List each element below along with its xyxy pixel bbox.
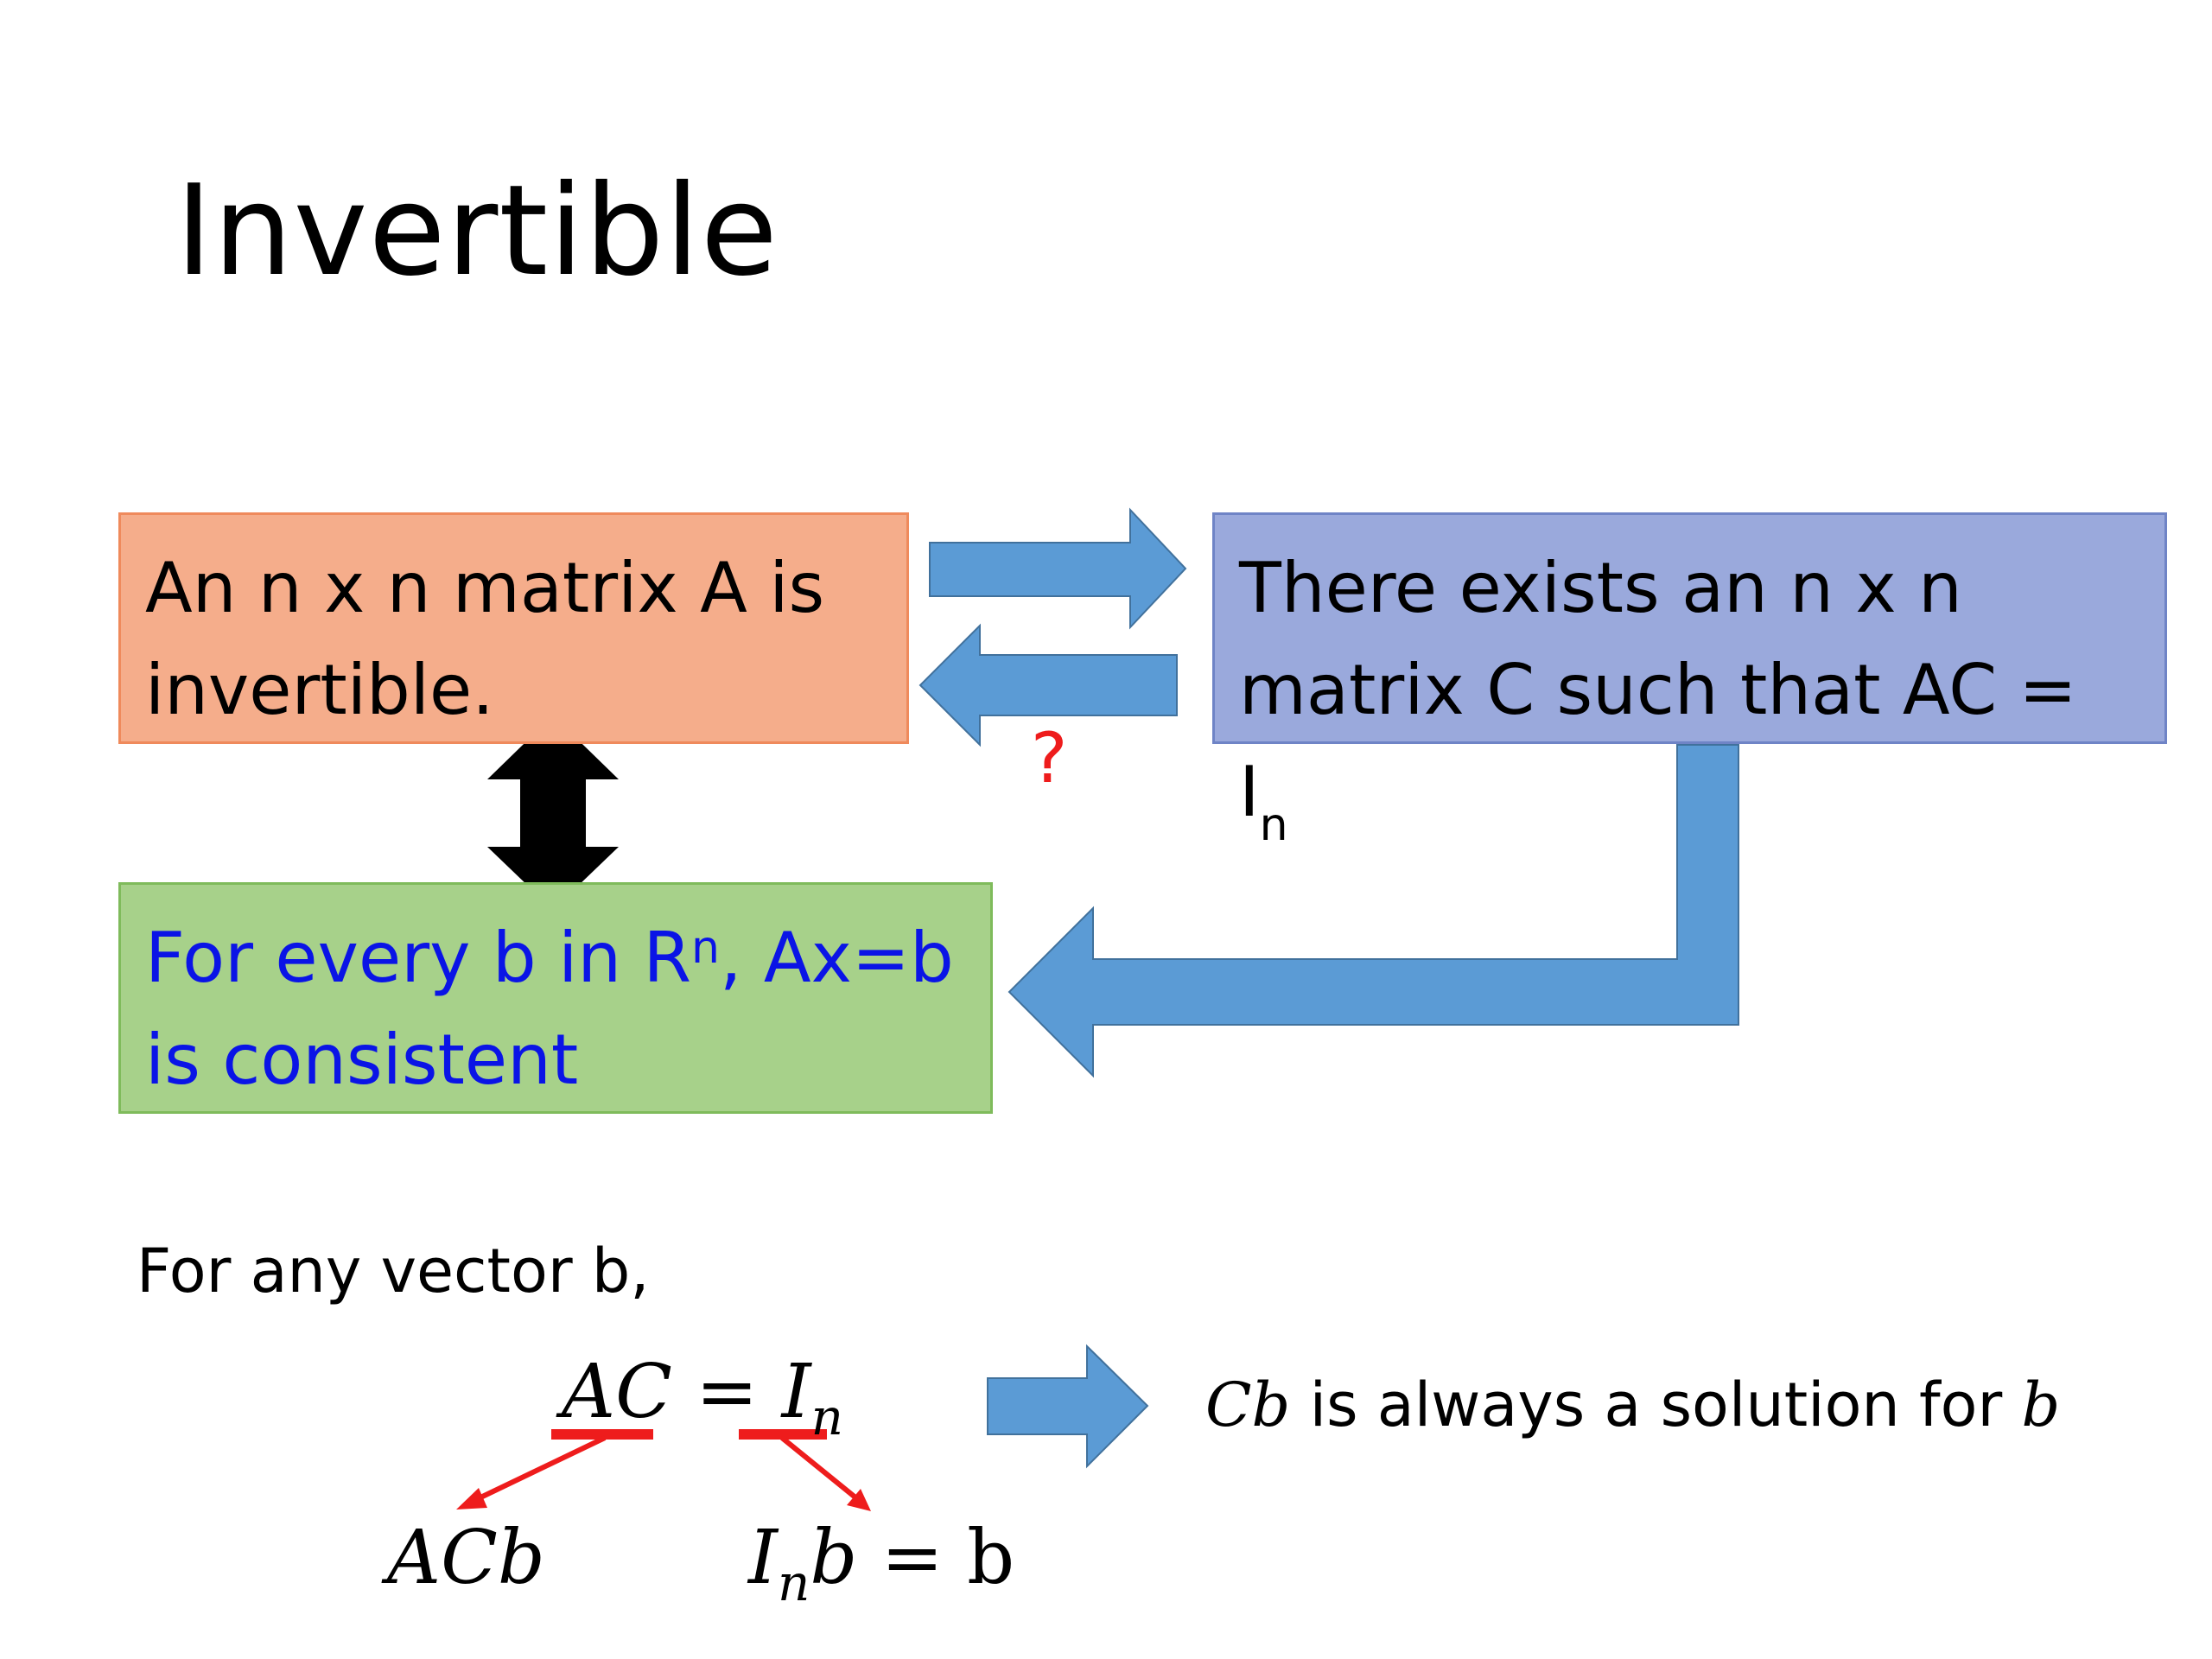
arrow-left-icon <box>918 623 1178 747</box>
red-arrow-left-icon <box>456 1488 487 1510</box>
double-arrow-icon <box>487 715 619 910</box>
invertible-box-line2: invertible. <box>145 650 494 730</box>
conclusion-var2: b <box>2021 1370 2061 1440</box>
consistent-box: For every b in Rn, Ax=b is consistent <box>118 882 993 1114</box>
red-arrow-right-icon <box>847 1489 871 1511</box>
consistent-line1-pre: For every b in R <box>145 918 692 998</box>
conclusion-middle: is always a solution for <box>1290 1370 2022 1440</box>
exists-c-box: There exists an n x n matrix C such that… <box>1212 512 2167 851</box>
rn-superscript: n <box>691 922 720 974</box>
conclusion-text: Cb is always a solution for b <box>1205 1375 2060 1435</box>
invertible-box: An n x n matrix A is invertible. <box>118 512 909 744</box>
lead-text: For any vector b, <box>137 1236 650 1306</box>
equation-equals: = <box>696 1349 759 1435</box>
right-result-value: b <box>967 1515 1015 1601</box>
invertible-box-line1: An n x n matrix A is <box>145 548 825 628</box>
slide-title: Invertible <box>175 158 779 304</box>
exists-c-box-line1: There exists an n x n <box>1239 548 1962 628</box>
implies-arrow-icon <box>987 1344 1149 1469</box>
consistent-line1-post: , Ax=b <box>720 918 954 998</box>
right-result: Inb = b <box>748 1521 1014 1608</box>
consistent-box-line2: is consistent <box>145 1020 579 1100</box>
conclusion-var1: Cb <box>1205 1370 1291 1440</box>
equation-ac-in: AC = In <box>562 1355 843 1442</box>
arrow-right-icon <box>929 507 1187 630</box>
consistent-box-line1: For every b in Rn, Ax=b <box>145 907 966 1009</box>
question-mark: ? <box>1031 718 1068 798</box>
equation-rhs-sub: n <box>810 1388 844 1446</box>
right-result-sub: n <box>777 1554 810 1612</box>
exists-c-box-line2: matrix C such that AC = In <box>1239 639 2140 852</box>
equation-lhs: AC <box>562 1349 672 1435</box>
equation-rhs: I <box>781 1349 811 1435</box>
elbow-arrow-icon <box>1007 744 1739 1078</box>
exists-c-box-line2-main: matrix C such that AC = I <box>1239 650 2077 832</box>
identity-subscript: n <box>1259 799 1288 851</box>
left-result: ACb <box>387 1515 545 1601</box>
right-result-i: I <box>748 1515 778 1601</box>
right-result-b: b <box>810 1515 858 1601</box>
right-result-equals: = <box>880 1515 944 1601</box>
